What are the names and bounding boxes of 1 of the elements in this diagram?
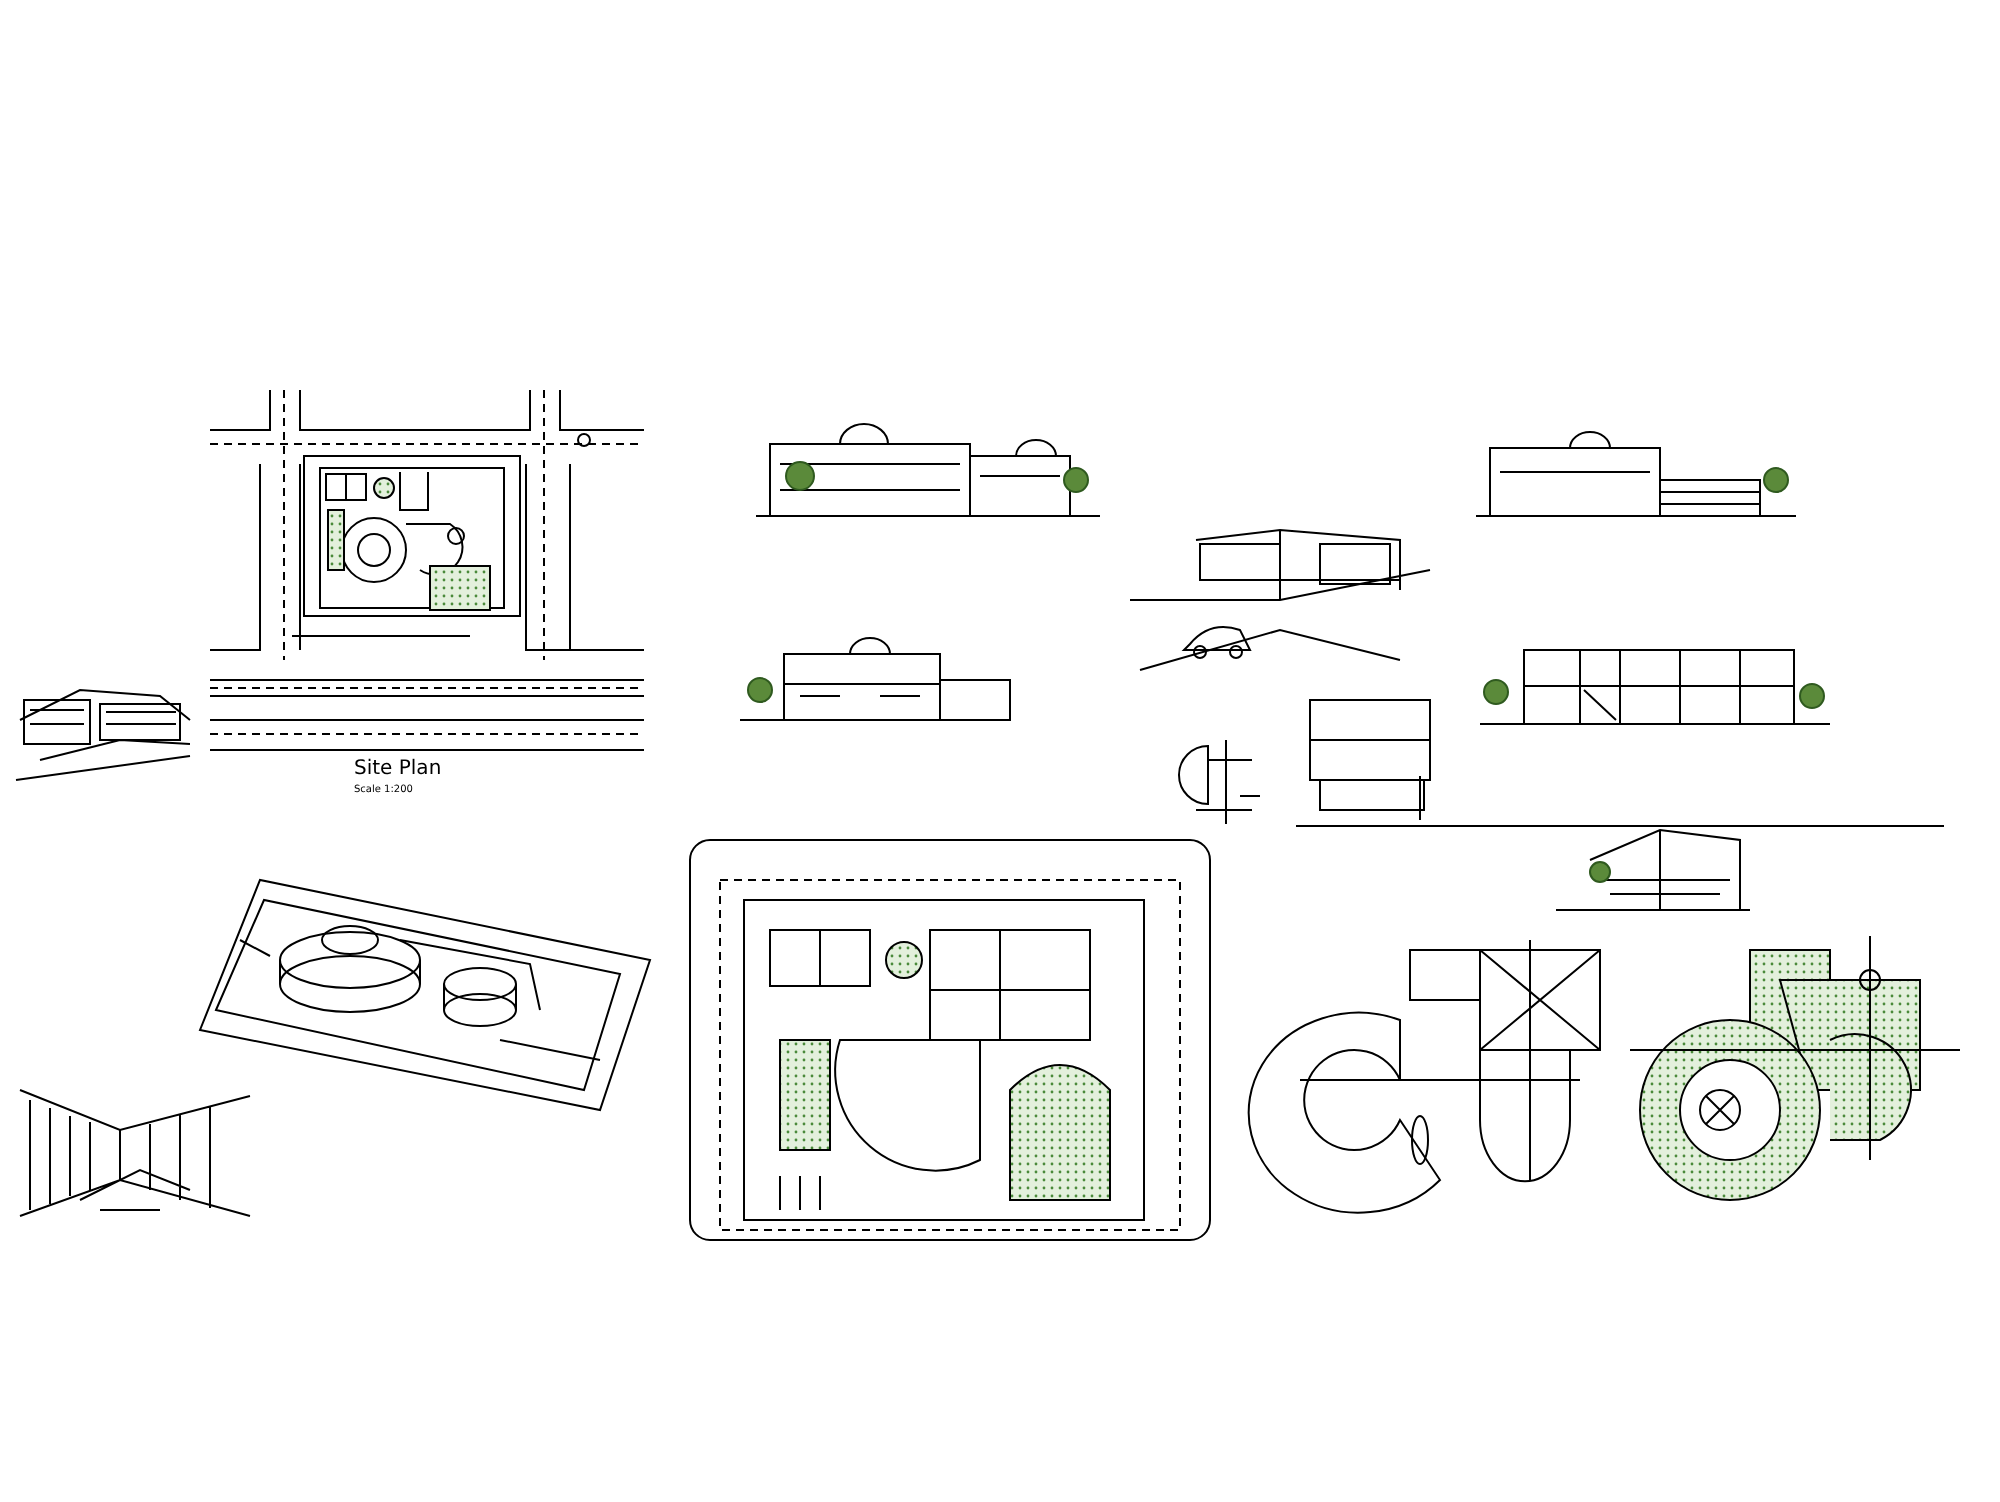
drawing-title: Site Plan	[354, 760, 442, 780]
